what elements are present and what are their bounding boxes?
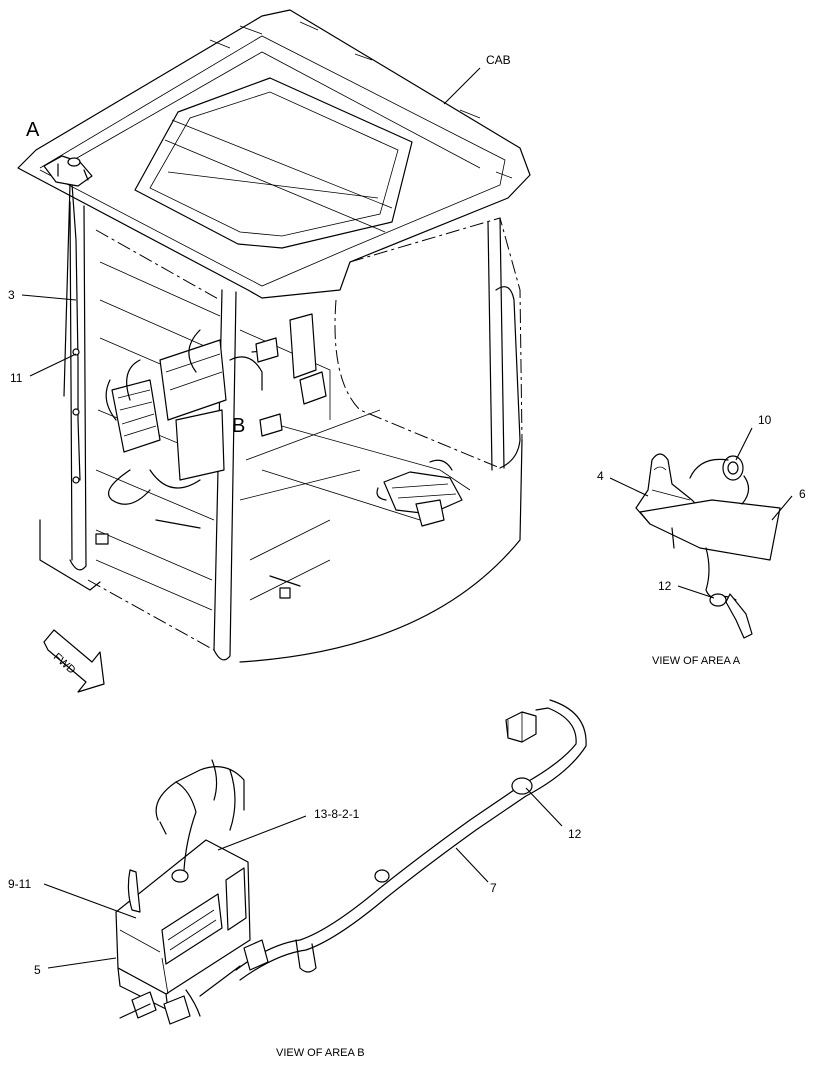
leader-10 bbox=[735, 427, 753, 461]
forward-direction-arrow: FWD bbox=[43, 629, 105, 693]
caption-view-area-b: VIEW OF AREA B bbox=[276, 1047, 365, 1059]
leader-11 bbox=[29, 353, 77, 377]
floor-console-right bbox=[376, 459, 463, 527]
grommet bbox=[722, 455, 744, 481]
mounting-plate bbox=[639, 499, 781, 561]
harness-clip bbox=[374, 869, 390, 883]
roof-hatch bbox=[134, 77, 413, 249]
callout-12-b: 12 bbox=[568, 827, 582, 841]
callout-7: 7 bbox=[490, 881, 497, 895]
harness-clip bbox=[511, 777, 533, 795]
view-area-b-detail bbox=[115, 699, 587, 1025]
leader-12-a bbox=[677, 585, 715, 599]
leader-7 bbox=[455, 847, 489, 883]
cab-pillar-left bbox=[69, 201, 87, 571]
caption-view-area-a: VIEW OF AREA A bbox=[652, 655, 741, 667]
leader-cab bbox=[443, 67, 481, 105]
callout-10: 10 bbox=[758, 413, 772, 427]
callout-cab: CAB bbox=[486, 53, 511, 67]
callout-labels: CAB A B 3 11 10 4 6 12 13-8-2-1 12 7 9-1… bbox=[8, 53, 806, 977]
leader-4 bbox=[609, 477, 649, 497]
callout-4: 4 bbox=[597, 469, 604, 483]
cable-connector bbox=[171, 869, 189, 883]
cable-clip bbox=[72, 476, 80, 484]
callout-3: 3 bbox=[8, 288, 15, 302]
harness-cables-top bbox=[155, 759, 245, 871]
callout-12-a: 12 bbox=[658, 579, 672, 593]
callout-area-a: A bbox=[26, 119, 40, 141]
main-harness bbox=[235, 707, 577, 971]
cable-clip bbox=[709, 593, 727, 607]
view-area-a-detail bbox=[635, 453, 781, 639]
callout-area-b: B bbox=[232, 415, 245, 437]
callout-11: 11 bbox=[10, 371, 23, 385]
cab-body-lower bbox=[239, 439, 523, 663]
leader-13 bbox=[217, 815, 307, 851]
leader-3 bbox=[21, 294, 77, 301]
leader-6 bbox=[771, 495, 793, 521]
cab-assembly bbox=[17, 9, 531, 663]
harness-end-connector bbox=[505, 711, 537, 743]
callout-6: 6 bbox=[799, 487, 806, 501]
cab-control-console bbox=[105, 313, 327, 505]
callout-9-11: 9-11 bbox=[8, 877, 31, 891]
antenna-mount-area-a bbox=[43, 155, 93, 187]
cable-clip bbox=[72, 348, 80, 356]
leader-9-11 bbox=[43, 883, 137, 919]
leader-lines bbox=[21, 67, 793, 969]
coax-connector bbox=[725, 593, 753, 639]
antenna-cable bbox=[71, 183, 81, 481]
leader-12-b bbox=[525, 787, 563, 827]
callout-13-8-2-1: 13-8-2-1 bbox=[314, 807, 360, 821]
leader-5 bbox=[47, 957, 117, 969]
callout-5: 5 bbox=[34, 963, 41, 977]
cable-clip bbox=[72, 408, 80, 416]
